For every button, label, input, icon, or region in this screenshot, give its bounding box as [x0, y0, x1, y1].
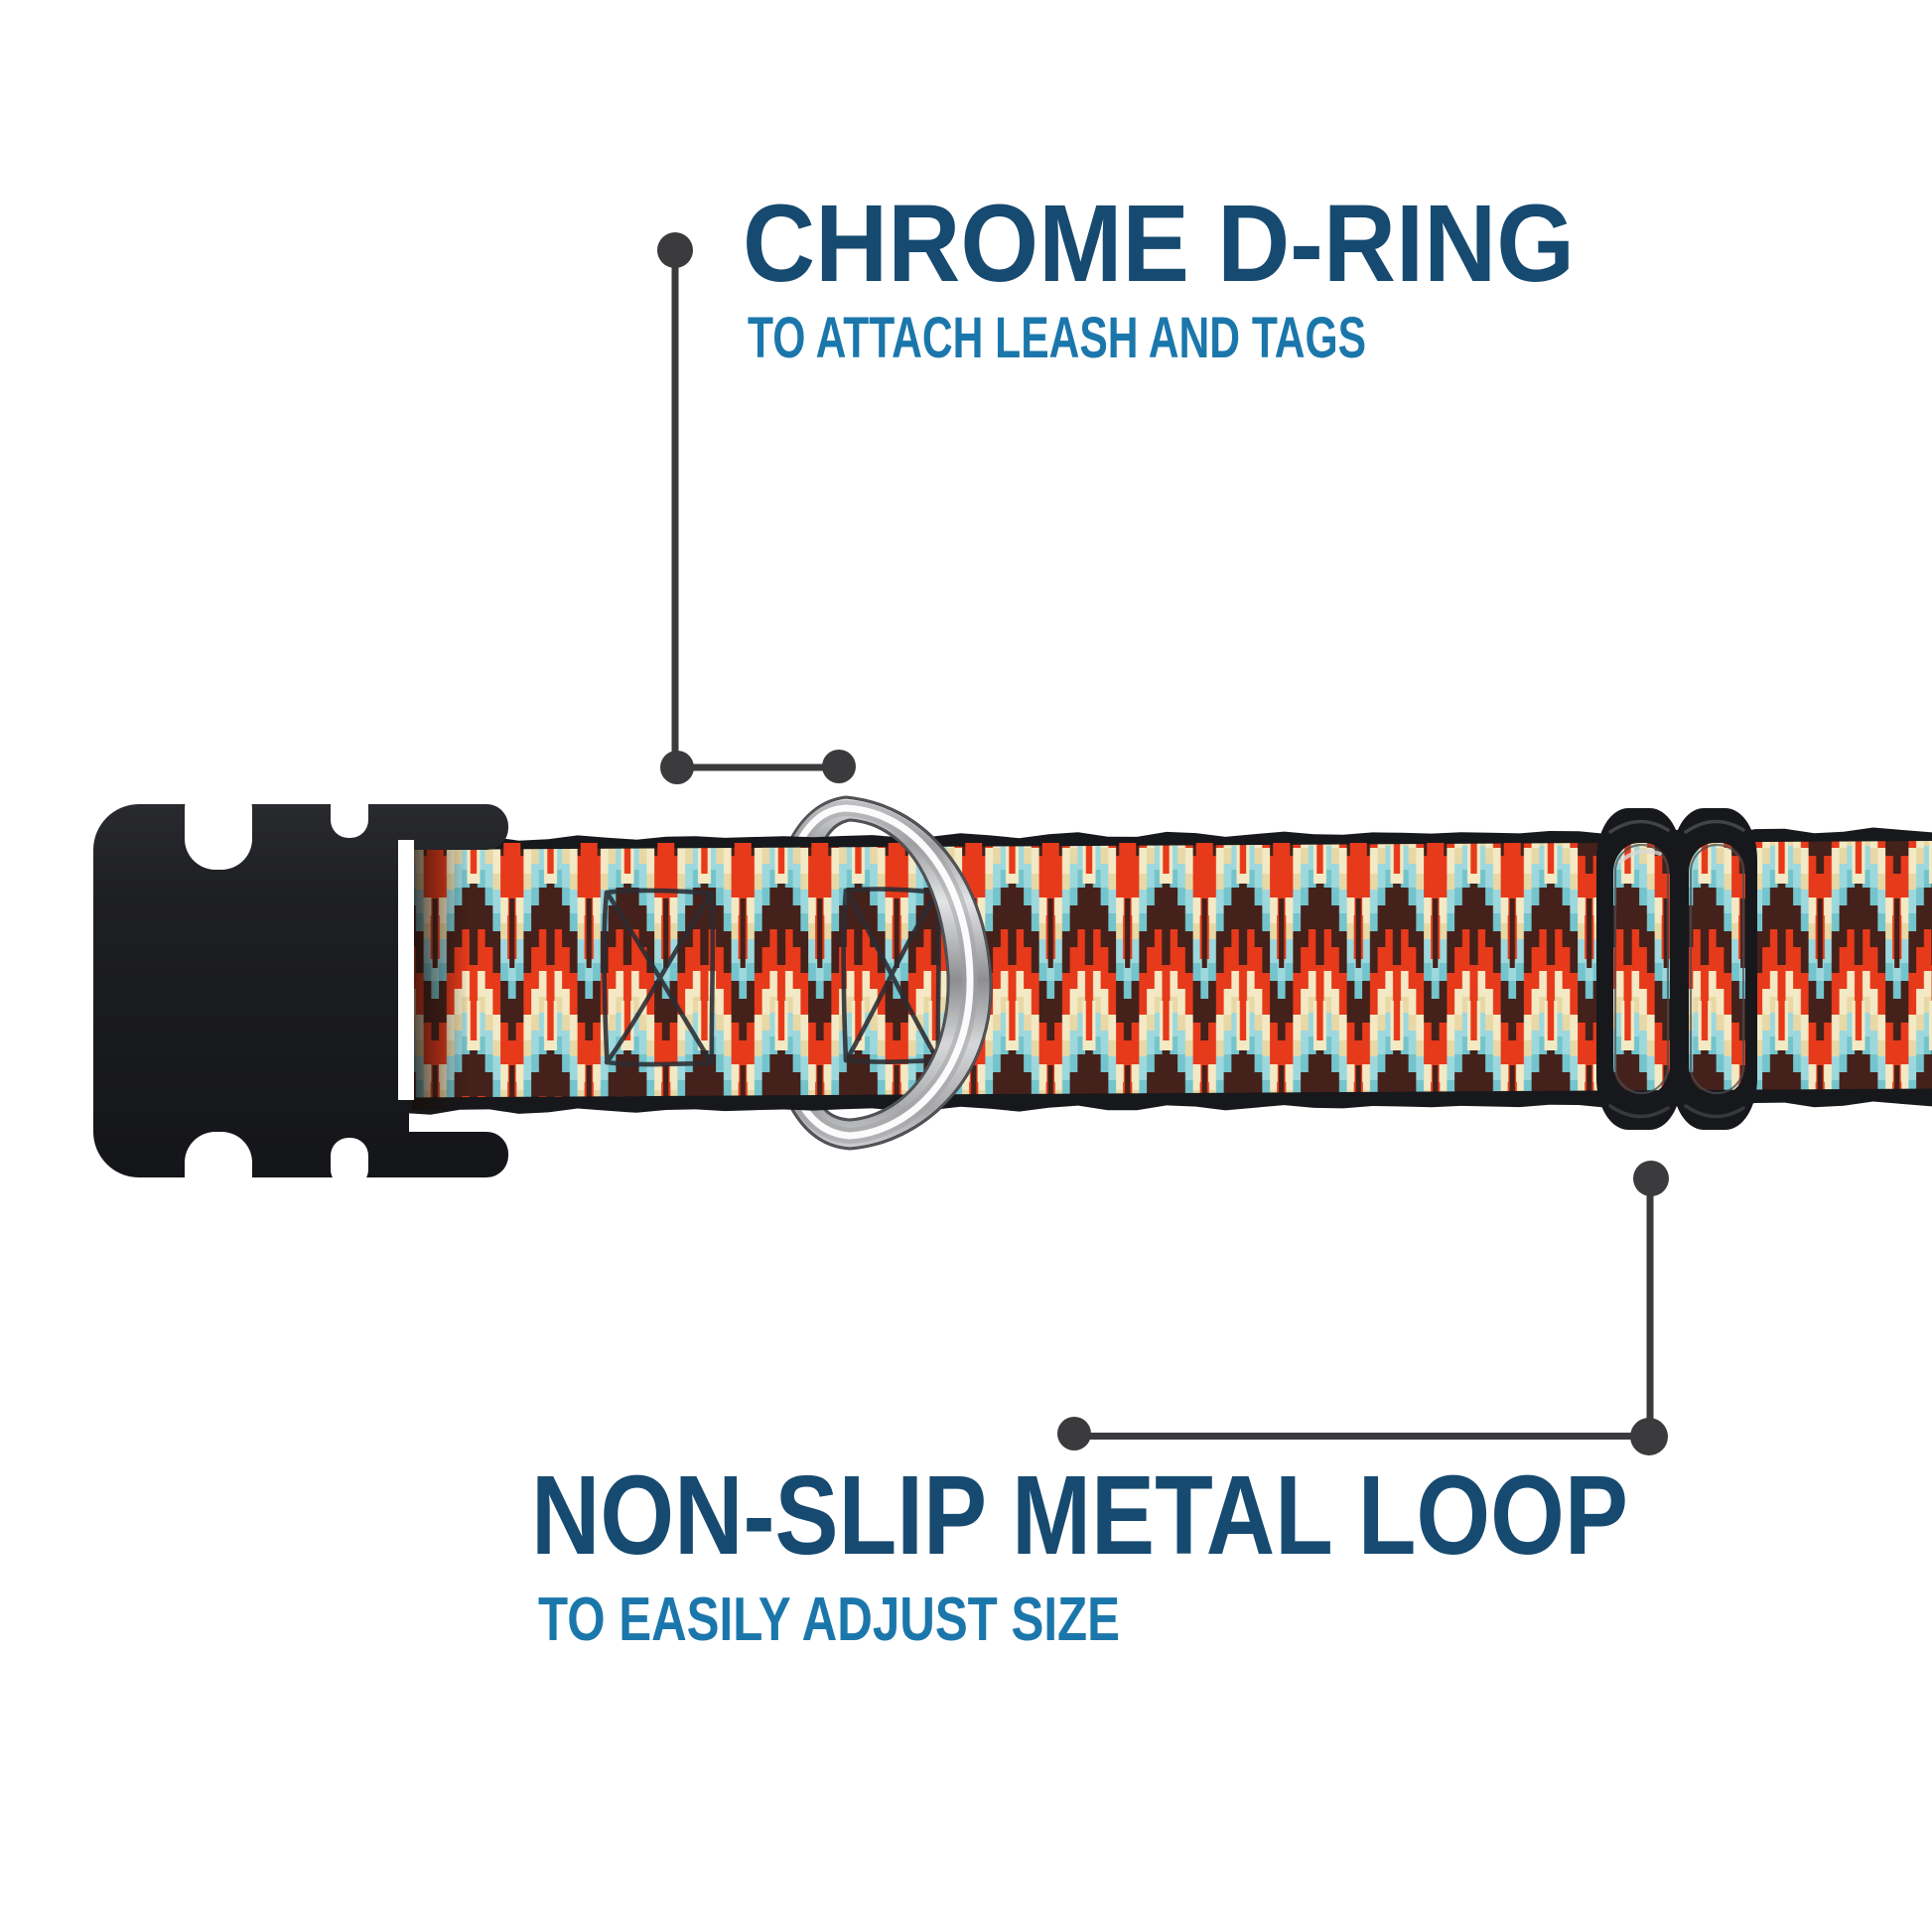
- svg-text:TO ATTACH LEASH AND TAGS: TO ATTACH LEASH AND TAGS: [748, 306, 1366, 370]
- svg-text:CHROME D-RING: CHROME D-RING: [743, 183, 1575, 305]
- svg-text:TO EASILY ADJUST SIZE: TO EASILY ADJUST SIZE: [538, 1586, 1120, 1654]
- svg-text:NON-SLIP METAL LOOP: NON-SLIP METAL LOOP: [531, 1452, 1628, 1578]
